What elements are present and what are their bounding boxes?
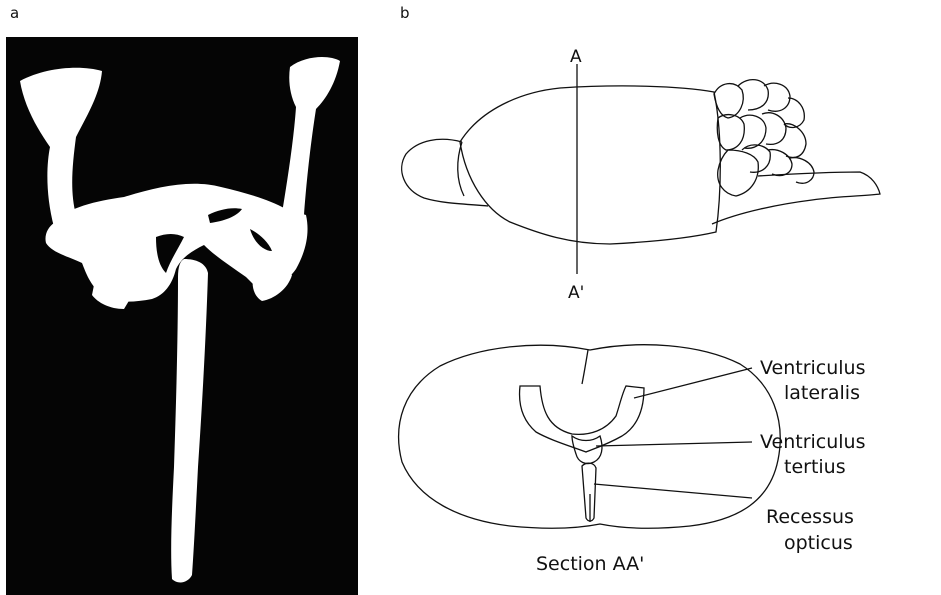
brain-stem: [712, 172, 880, 224]
label-recessus-opticus-1: Recessus: [766, 506, 854, 528]
leader-lateralis: [634, 368, 752, 398]
panel-label-b: b: [400, 4, 410, 22]
recessus-opticus-shape: [582, 463, 596, 521]
ventriculus-tertius-shape: [572, 436, 602, 464]
ventricle-cast-photo: [6, 37, 358, 595]
label-ventriculus-lateralis-2: lateralis: [784, 382, 860, 404]
leader-opticus: [594, 484, 752, 498]
brain-diagram: A A' Ventriculus lateralis Ventriculus t…: [380, 30, 941, 595]
marker-a-prime: A': [568, 283, 584, 303]
marker-a: A: [570, 47, 582, 67]
leader-tertius: [596, 442, 752, 446]
panel-label-a: a: [10, 4, 19, 22]
coronal-section: [399, 345, 781, 528]
olfactory-bulb: [402, 139, 488, 206]
brain-lateral-view: [402, 64, 880, 274]
label-ventriculus-tertius-2: tertius: [784, 456, 846, 478]
ventriculus-lateralis-shape: [520, 386, 644, 452]
cerebellum: [714, 80, 814, 196]
label-recessus-opticus-2: opticus: [784, 532, 853, 554]
label-ventriculus-lateralis-1: Ventriculus: [760, 357, 866, 379]
label-ventriculus-tertius-1: Ventriculus: [760, 431, 866, 453]
section-caption: Section AA': [536, 553, 644, 575]
midline-fissure: [582, 350, 588, 384]
cerebrum-outline: [460, 86, 720, 244]
